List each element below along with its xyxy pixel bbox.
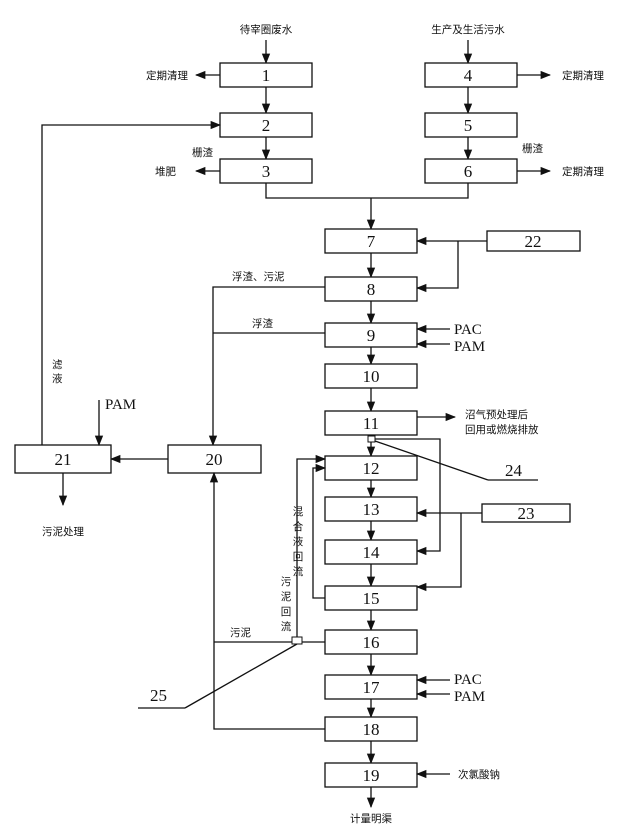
unit-7-label: 7	[367, 232, 376, 251]
unit-20-box	[167, 444, 262, 474]
label-mixed-5: 流	[293, 565, 304, 578]
flow-8-sludge-to-20	[208, 286, 325, 447]
unit-14-box	[324, 539, 418, 565]
unit-17-label: 17	[363, 678, 381, 697]
label-sodium-hypochlorite: 次氯酸钠	[458, 768, 500, 781]
unit-9-label: 9	[367, 326, 376, 345]
unit-15-label: 15	[363, 589, 380, 608]
label-filtrate-2: 液	[52, 372, 63, 385]
unit-13-label: 13	[363, 500, 380, 519]
label-scum-sludge: 浮渣、污泥	[232, 270, 285, 283]
label-sludge-return-1: 污	[281, 576, 292, 588]
label-mixed-3: 液	[293, 535, 304, 548]
label-sludge: 污泥	[230, 626, 251, 639]
unit-3-box	[219, 158, 313, 184]
flow-bypass-to-14	[375, 438, 441, 556]
unit-5-box	[424, 112, 518, 138]
unit-3-label: 3	[262, 162, 271, 181]
label-screen-residue-6: 栅渣	[522, 142, 543, 155]
unit-7-box	[324, 228, 418, 254]
flow-23-to-15	[415, 513, 462, 592]
unit-6-label: 6	[464, 162, 473, 181]
unit-15-box	[324, 585, 418, 611]
flow-merge-line	[265, 183, 469, 199]
unit-23-label: 23	[518, 504, 535, 523]
unit-14-label: 14	[363, 543, 381, 562]
label-sludge-return-3: 回	[281, 606, 292, 618]
unit-12-label: 12	[363, 459, 380, 478]
unit-11-label: 11	[363, 414, 379, 433]
unit-6-box	[424, 158, 518, 184]
source-slaughter-wastewater: 待宰圈废水	[240, 23, 293, 36]
label-sludge-disposal: 污泥处理	[42, 525, 84, 538]
unit-4-box	[424, 62, 518, 88]
label-filtrate-1: 滤	[52, 358, 63, 371]
chem-pam-9: PAM	[454, 339, 485, 355]
label-outlet: 计量明渠	[350, 812, 392, 825]
unit-9-box	[324, 322, 418, 348]
chem-pac-17: PAC	[454, 672, 482, 688]
chem-pam-17: PAM	[454, 689, 485, 705]
flow-sludge-return	[296, 454, 327, 643]
unit-4-label: 4	[464, 66, 473, 85]
unit-20-label: 20	[206, 450, 223, 469]
label-scum: 浮渣	[252, 317, 273, 330]
unit-25-valve	[291, 636, 303, 645]
label-clean-regular-4: 定期清理	[562, 69, 604, 82]
leader-24	[374, 440, 489, 481]
unit-24-valve	[367, 435, 376, 443]
flow-mixed-liquor-return	[312, 463, 327, 599]
unit-11-box	[324, 410, 418, 436]
unit-2-label: 2	[262, 116, 271, 135]
unit-18-label: 18	[363, 720, 380, 739]
unit-21-box	[14, 444, 112, 474]
unit-19-label: 19	[363, 766, 380, 785]
flow-18-sludge-to-20	[209, 471, 325, 730]
unit-16-label: 16	[363, 633, 380, 652]
unit-17-box	[324, 674, 418, 700]
unit-5-label: 5	[464, 116, 473, 135]
label-sludge-return-4: 流	[281, 620, 292, 633]
label-clean-regular-6: 定期清理	[562, 165, 604, 178]
unit-25-label: 25	[150, 686, 167, 705]
chem-pac-9: PAC	[454, 322, 482, 338]
unit-8-label: 8	[367, 280, 376, 299]
label-mixed-1: 混	[293, 506, 304, 518]
label-sludge-return-2: 泥	[281, 590, 292, 603]
leader-25	[184, 643, 298, 709]
source-domestic-sewage: 生产及生活污水	[431, 23, 505, 36]
flow-filtrate-to-2	[41, 120, 222, 445]
unit-24-label: 24	[505, 461, 523, 480]
unit-10-label: 10	[363, 367, 380, 386]
unit-22-label: 22	[525, 232, 542, 251]
unit-21-label: 21	[55, 450, 72, 469]
label-clean-regular-1: 定期清理	[146, 69, 188, 82]
label-mixed-2: 合	[293, 520, 304, 533]
label-biogas-line1: 沼气预处理后	[465, 408, 528, 421]
chem-pam-21: PAM	[105, 397, 136, 413]
label-screen-residue-3: 栅渣	[192, 146, 213, 159]
flow-22-to-8	[415, 241, 459, 293]
unit-1-label: 1	[262, 66, 271, 85]
label-mixed-4: 回	[293, 551, 304, 563]
label-biogas-line2: 回用或燃烧排放	[465, 423, 539, 436]
label-compost: 堆肥	[155, 166, 176, 178]
